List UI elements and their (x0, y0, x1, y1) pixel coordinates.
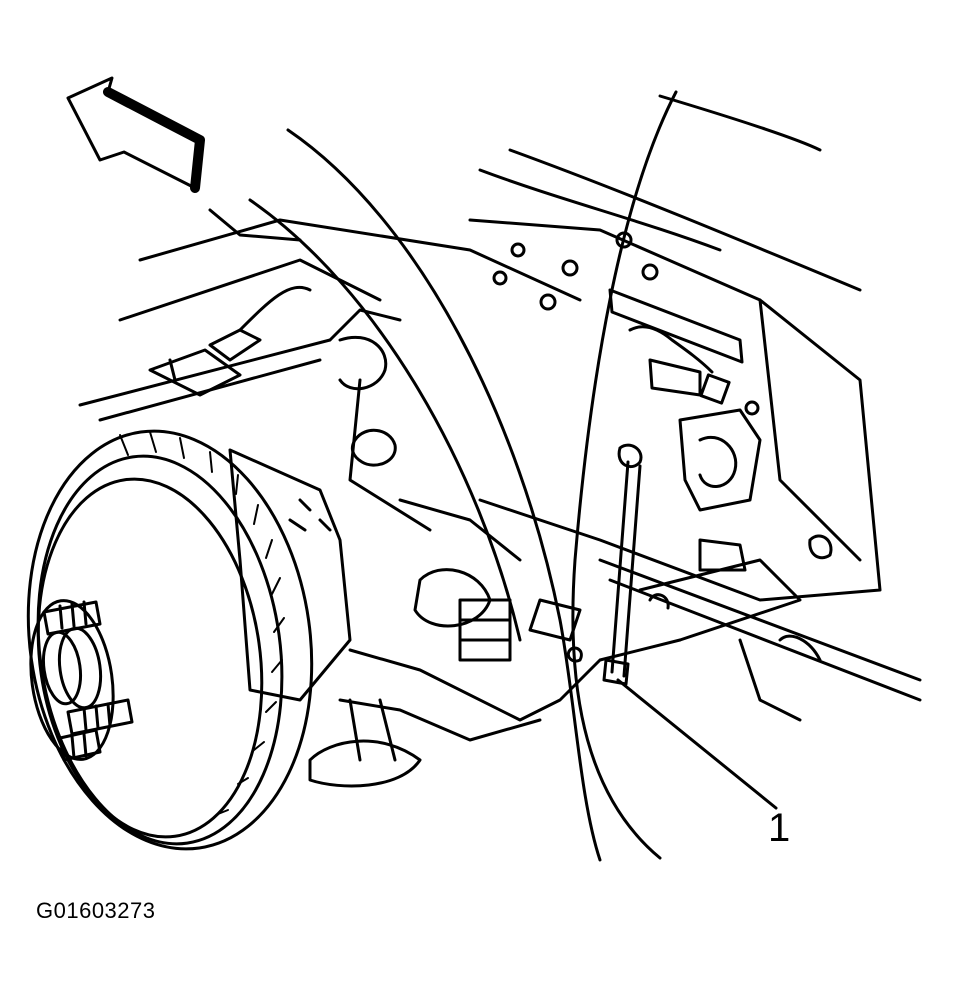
height-sensor (619, 327, 760, 510)
frame-plate (470, 220, 880, 600)
figure-id: G01603273 (36, 898, 156, 923)
lower-control-arm (310, 570, 680, 786)
wheel-studs (44, 602, 132, 760)
brake-rotor (2, 413, 338, 868)
callout-1-leader (618, 680, 776, 808)
callout-1-label: 1 (768, 806, 791, 850)
front-direction-arrow-icon (68, 78, 200, 188)
frame-rail (80, 210, 580, 420)
brake-caliper (230, 337, 520, 700)
crossmember (600, 536, 920, 720)
wheel-arch-lines (250, 92, 860, 860)
